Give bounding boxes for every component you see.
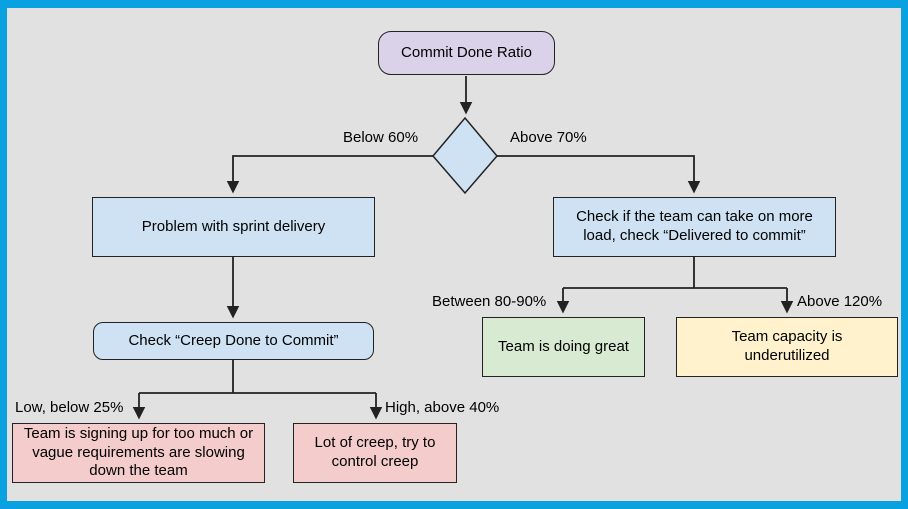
node-team-doing-great: Team is doing great: [482, 317, 645, 377]
edge-label-high-above-40: High, above 40%: [385, 399, 500, 416]
node-commit-done-ratio: Commit Done Ratio: [378, 31, 555, 75]
edge-label-low-below-25: Low, below 25%: [15, 399, 124, 416]
node-lot-of-creep: Lot of creep, try to control creep: [293, 423, 457, 483]
edge-label-below-60: Below 60%: [343, 129, 419, 146]
edge-label-between-80-90: Between 80-90%: [432, 293, 547, 310]
edge-label-above-70: Above 70%: [510, 129, 587, 146]
node-signing-up-too-much: Team is signing up for too much or vague…: [12, 423, 265, 483]
node-check-creep-done-to-commit: Check “Creep Done to Commit”: [93, 322, 374, 360]
node-problem-sprint-delivery: Problem with sprint delivery: [92, 197, 375, 257]
node-check-team-load: Check if the team can take on more load,…: [553, 197, 836, 257]
edge-label-above-120: Above 120%: [797, 293, 883, 310]
node-team-capacity-underutilized: Team capacity is underutilized: [676, 317, 898, 377]
